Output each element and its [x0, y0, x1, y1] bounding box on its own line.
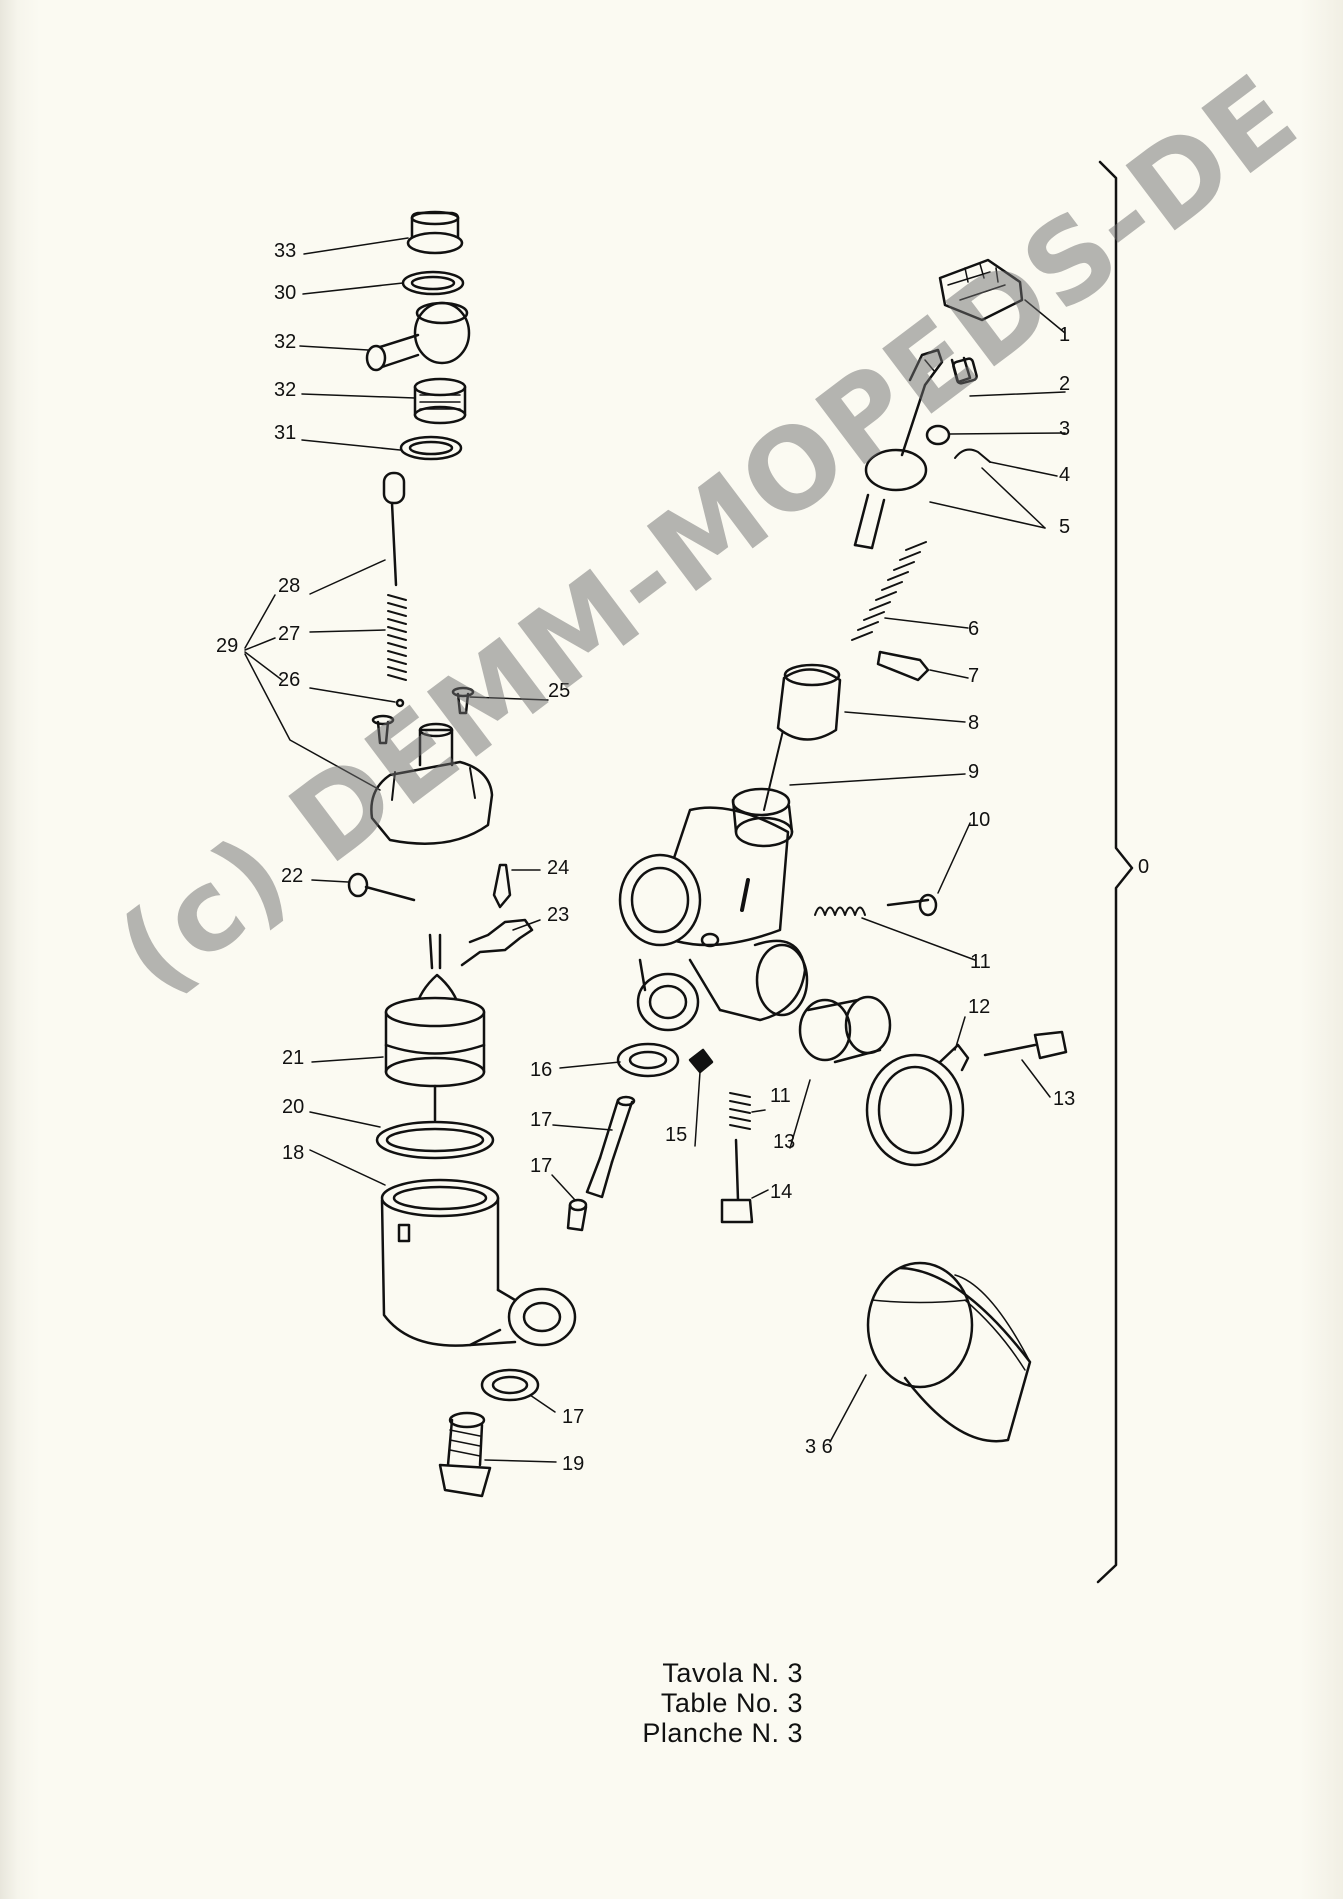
callout-6: 6	[968, 618, 980, 640]
part-3-nut	[925, 424, 951, 446]
callout-13: 13	[1053, 1088, 1076, 1110]
callout-12: 12	[968, 996, 991, 1018]
part-26-float-needle	[492, 863, 512, 909]
callout-32: 31	[274, 422, 297, 444]
part-11-spring-upper	[814, 906, 866, 916]
part-8-throttle-slide	[776, 663, 842, 741]
callout-16: 15	[665, 1124, 688, 1146]
callout-1: 1	[1059, 324, 1071, 346]
part-35-cap	[406, 210, 464, 255]
callout-17: 16	[530, 1059, 553, 1081]
callout-19: 17	[530, 1155, 553, 1177]
callout-30: 28	[278, 575, 301, 597]
callout-10: 10	[968, 809, 991, 831]
callout-22: 20	[282, 1096, 305, 1118]
part-2-screw	[950, 356, 978, 385]
callout-27: 25	[548, 680, 571, 702]
part-18-main-jet	[585, 1095, 636, 1199]
group-bracket	[1096, 160, 1134, 1584]
part-22-gasket	[375, 1120, 495, 1160]
callout-18: 17	[530, 1109, 553, 1131]
part-19-jet-small	[566, 1198, 588, 1232]
callout-33: 32	[274, 379, 297, 401]
part-30-tickler	[382, 471, 406, 587]
part-5-lever	[853, 348, 944, 550]
caption-english: Table No. 3	[660, 1688, 803, 1718]
callout-25: 23	[547, 904, 570, 926]
part-32-washer-lower	[399, 435, 463, 461]
part-13-clamp-screw	[983, 1030, 1068, 1060]
part-34-banjo	[365, 301, 471, 372]
callout-0: 0	[1138, 856, 1150, 878]
part-24-screw	[347, 872, 416, 902]
callout-24: 22	[281, 865, 304, 887]
callout-21: 19	[562, 1453, 585, 1475]
callout-2: 2	[1059, 373, 1071, 395]
part-1-cap-nut	[938, 258, 1024, 322]
part-21-fitting	[438, 1411, 492, 1498]
part-36-bell-mouth	[866, 1261, 1032, 1443]
callout-15: 14	[770, 1181, 793, 1203]
callout-4: 4	[1059, 464, 1071, 486]
callout-32: 30	[274, 282, 297, 304]
part-17-washer-upper	[616, 1042, 680, 1078]
part-15-idle-screw	[720, 1138, 754, 1224]
part-29-spring	[387, 594, 407, 681]
callout-35: 33	[274, 240, 297, 262]
callout-36: 3 6	[805, 1436, 833, 1458]
part-10-screw	[886, 893, 938, 917]
part-20-float-bowl	[380, 1178, 577, 1347]
callout-34: 32	[274, 331, 297, 353]
part-7-clip	[876, 650, 930, 682]
part-28-ball	[395, 698, 405, 708]
callout-11: 11	[970, 951, 991, 973]
leader-lines	[244, 237, 1066, 1463]
callout-29: 27	[278, 623, 301, 645]
callout-7: 7	[968, 665, 980, 687]
part-carburetor-body	[618, 787, 809, 1032]
callout-14: 13	[773, 1131, 796, 1153]
part-27-screws	[371, 686, 475, 745]
caption-italian: Tavola N. 3	[662, 1658, 803, 1688]
caption-french: Planche N. 3	[642, 1718, 803, 1748]
part-4-clip	[954, 448, 991, 463]
callout-11: 11	[770, 1085, 791, 1107]
callout-26: 24	[547, 857, 570, 879]
part-33-filter	[413, 377, 467, 425]
part-17-washer-lower	[480, 1368, 540, 1402]
part-16-small-part	[688, 1048, 714, 1074]
part-25-float-arm	[460, 918, 534, 967]
part-cover	[370, 722, 494, 845]
part-12-clamp	[865, 1043, 970, 1167]
part-9-jet-needle	[763, 717, 787, 811]
callout-31: 29	[216, 635, 239, 657]
callout-3: 3	[1059, 418, 1071, 440]
callout-8: 8	[968, 712, 980, 734]
callout-5: 5	[1059, 516, 1071, 538]
callout-20: 18	[282, 1142, 305, 1164]
part-23-float	[384, 933, 486, 1122]
part-14-sleeve	[798, 995, 892, 1064]
callout-23: 21	[282, 1047, 305, 1069]
part-32-washer-upper	[401, 270, 465, 296]
part-6-spring	[851, 541, 927, 641]
part-11-spring-lower	[729, 1092, 751, 1130]
callout-9: 9	[968, 761, 980, 783]
callout-17: 17	[562, 1406, 585, 1428]
callout-28: 26	[278, 669, 301, 691]
